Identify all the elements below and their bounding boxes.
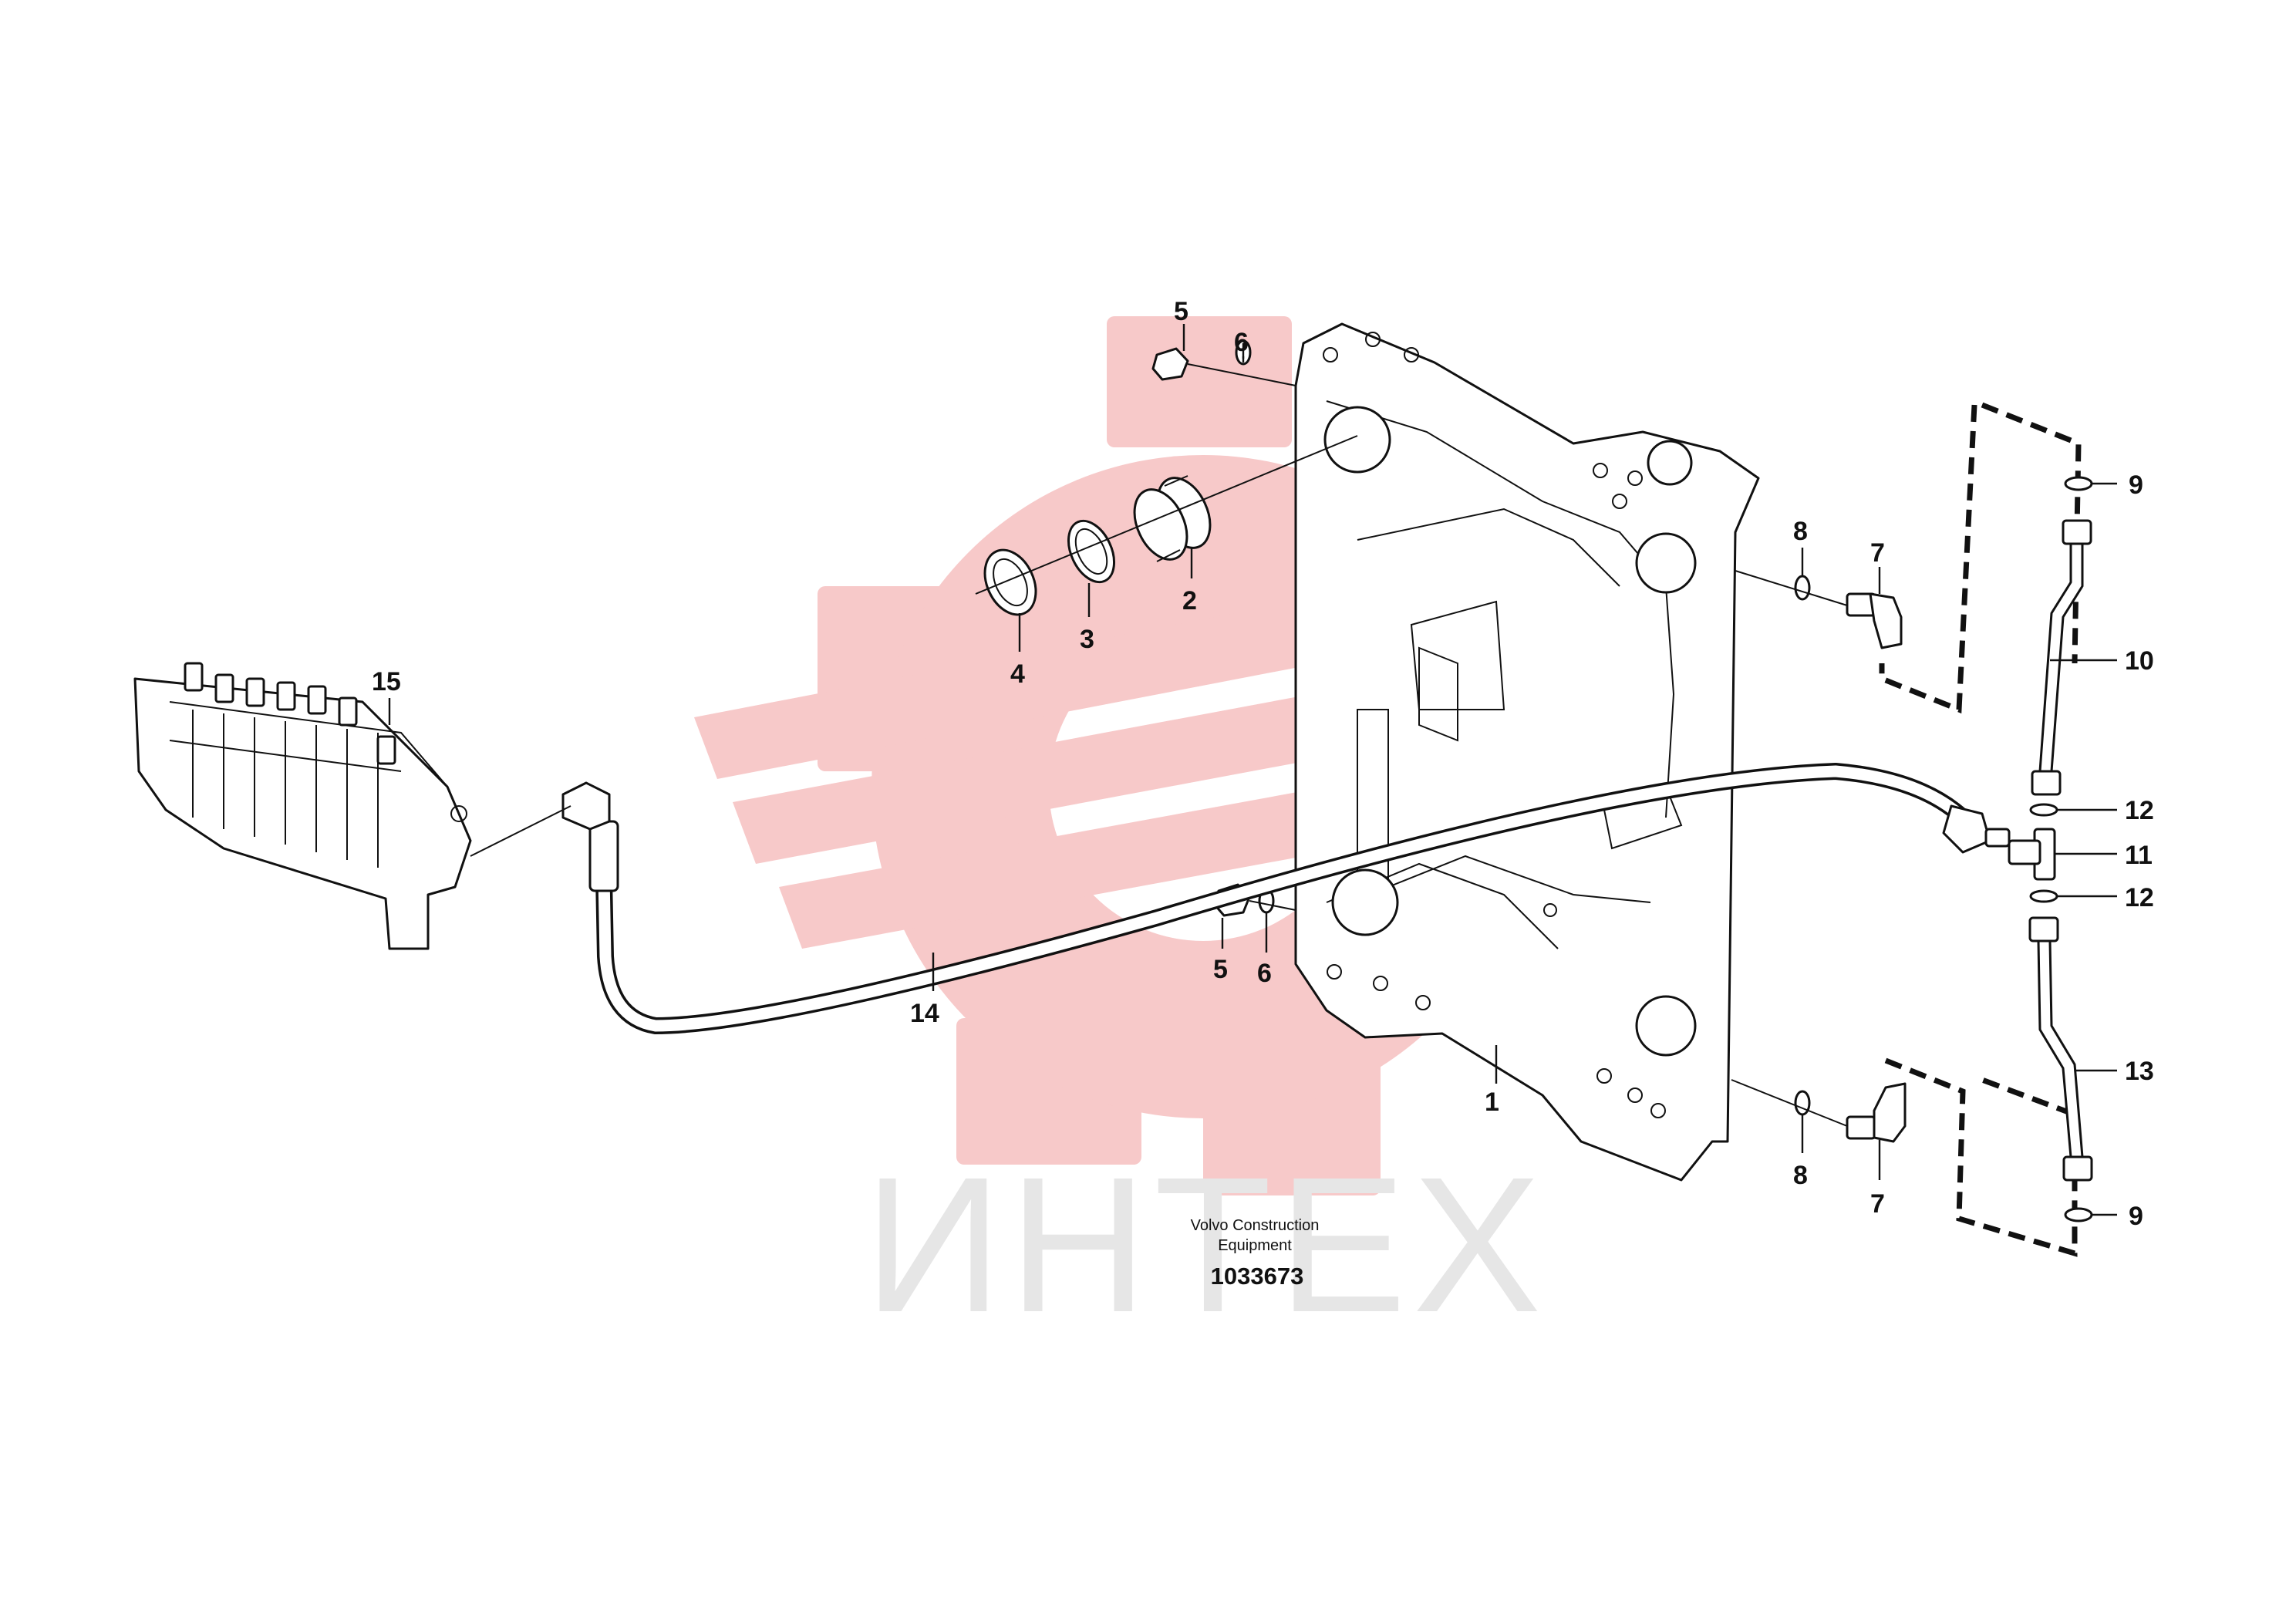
- callout-11: 11: [2125, 841, 2153, 870]
- callout-12-bottom: 12: [2125, 883, 2154, 912]
- oring-part-9-top: [2064, 476, 2093, 491]
- ring-part-4: [983, 548, 1037, 616]
- callout-2: 2: [1182, 586, 1197, 615]
- leader-lines: [388, 324, 2117, 1216]
- callout-6-top: 6: [1234, 328, 1249, 357]
- oring-part-9-bottom: [2064, 1207, 2093, 1222]
- callout-9-top: 9: [2129, 470, 2143, 500]
- callout-14: 14: [910, 999, 939, 1028]
- drawing-number: 1033673: [1211, 1263, 1304, 1290]
- dashed-bracket-bottom: [1884, 1057, 2078, 1257]
- callout-12-top: 12: [2125, 796, 2154, 825]
- callout-8-bottom: 8: [1793, 1161, 1808, 1190]
- callout-5-bottom: 5: [1213, 955, 1228, 984]
- callout-10: 10: [2125, 646, 2154, 676]
- watermark-text: ИНТЕХ: [864, 1137, 1547, 1352]
- oring-part-8-top: [1794, 575, 1811, 601]
- ring-part-3: [1067, 519, 1116, 584]
- callout-7-bottom: 7: [1870, 1189, 1885, 1219]
- frame-part-1: [1294, 322, 1760, 1182]
- valve-block-part-15: [133, 662, 472, 950]
- bushing-part-2: [1133, 475, 1212, 562]
- pipe-part-10: [2031, 519, 2092, 796]
- oring-part-8-bottom: [1794, 1090, 1811, 1116]
- tee-part-11: [2008, 828, 2056, 881]
- hose-part-14: [561, 762, 2011, 1035]
- callout-1: 1: [1485, 1088, 1499, 1117]
- elbow-part-7-top: [1846, 592, 1903, 649]
- oring-part-12-top: [2029, 803, 2058, 817]
- callout-15: 15: [372, 667, 401, 696]
- plug-part-5-top: [1151, 347, 1189, 381]
- callout-9-bottom: 9: [2129, 1202, 2143, 1231]
- speed-bars-watermark: [694, 602, 1346, 949]
- callout-8-top: 8: [1793, 517, 1808, 546]
- callout-5-top: 5: [1174, 297, 1188, 326]
- credit-line-2: Equipment: [1218, 1237, 1292, 1254]
- elbow-part-7-bottom: [1846, 1082, 1907, 1143]
- bushing-axis-line: [975, 435, 1358, 595]
- credit-block: Volvo Construction Equipment 1033673: [1191, 1217, 1320, 1290]
- pipe-part-13: [2028, 916, 2093, 1182]
- callout-7-top: 7: [1870, 538, 1885, 568]
- callout-labels: 1 2 3 4 5 6 5 6 8 7 8 7 9 10 12 11 12 13…: [372, 297, 2154, 1231]
- credit-line-1: Volvo Construction: [1191, 1217, 1320, 1234]
- callout-13: 13: [2125, 1057, 2154, 1086]
- callout-3: 3: [1080, 625, 1094, 654]
- oring-part-12-bottom: [2029, 889, 2058, 903]
- callout-4: 4: [1010, 659, 1025, 689]
- callout-6-bottom: 6: [1257, 959, 1272, 988]
